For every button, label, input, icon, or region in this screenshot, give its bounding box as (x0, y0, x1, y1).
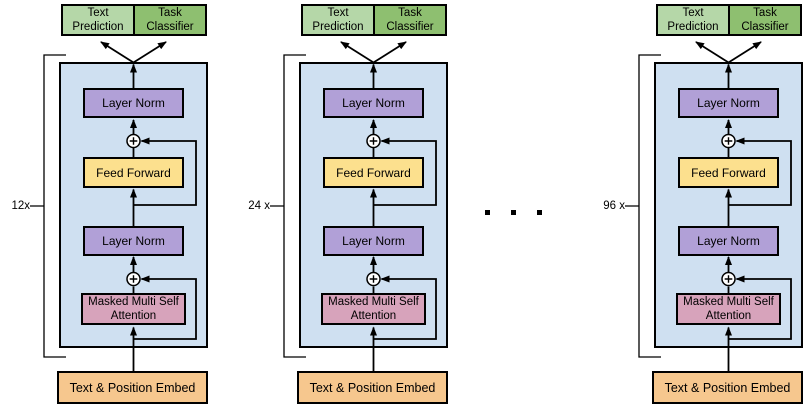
text-position-embed-box: Text & Position Embed (297, 371, 448, 404)
feed-forward-box: Feed Forward (323, 157, 424, 188)
text-position-embed-box: Text & Position Embed (57, 371, 208, 404)
masked-multi-self-attention-box: Masked Multi Self Attention (676, 293, 781, 325)
feed-forward-box: Feed Forward (678, 157, 779, 188)
output-heads: Text Prediction Task Classifier (301, 4, 447, 36)
repeat-count-label: 96 x (603, 200, 625, 212)
layer-norm-top-box: Layer Norm (678, 88, 779, 118)
task-classifier-box: Task Classifier (135, 6, 205, 34)
feed-forward-box: Feed Forward (83, 157, 184, 188)
task-classifier-box: Task Classifier (375, 6, 445, 34)
layer-norm-bottom-box: Layer Norm (323, 226, 424, 256)
layer-norm-top-box: Layer Norm (323, 88, 424, 118)
text-prediction-box: Text Prediction (303, 6, 375, 34)
ellipsis-dots (485, 210, 542, 215)
repeat-count-label: 12x (11, 200, 30, 212)
masked-multi-self-attention-box: Masked Multi Self Attention (81, 293, 186, 325)
repeat-count-label: 24 x (248, 200, 270, 212)
layer-norm-bottom-box: Layer Norm (83, 226, 184, 256)
transformer-column-24x: 24 x Text Prediction Task Classifier Lay… (244, 0, 449, 414)
ellipsis-dot (537, 210, 542, 215)
layer-norm-bottom-box: Layer Norm (678, 226, 779, 256)
ellipsis-dot (511, 210, 516, 215)
output-heads: Text Prediction Task Classifier (656, 4, 802, 36)
ellipsis-dot (485, 210, 490, 215)
transformer-column-12x: 12x Text Prediction Task Classifier Laye… (4, 0, 209, 414)
output-heads: Text Prediction Task Classifier (61, 4, 207, 36)
text-prediction-box: Text Prediction (63, 6, 135, 34)
transformer-column-96x: 96 x Text Prediction Task Classifier Lay… (599, 0, 804, 414)
text-prediction-box: Text Prediction (658, 6, 730, 34)
task-classifier-box: Task Classifier (730, 6, 800, 34)
text-position-embed-box: Text & Position Embed (652, 371, 803, 404)
layer-norm-top-box: Layer Norm (83, 88, 184, 118)
masked-multi-self-attention-box: Masked Multi Self Attention (321, 293, 426, 325)
